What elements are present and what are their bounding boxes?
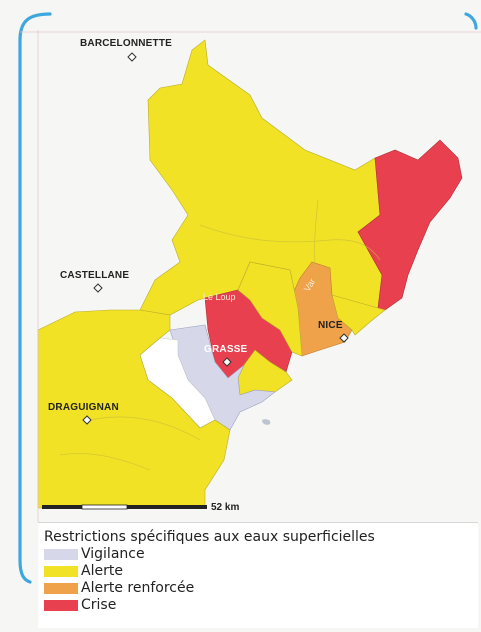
restriction-zones	[37, 39, 463, 509]
legend-item-alerte: Alerte	[44, 563, 478, 580]
zone-crise-east	[357, 139, 463, 311]
frame-decoration	[18, 12, 478, 584]
rivers	[59, 199, 381, 471]
legend-item-alerte-renforcee: Alerte renforcée	[44, 580, 478, 597]
legend-label-alerte-renforcee: Alerte renforcée	[81, 580, 195, 596]
city-label-castellane: CASTELLANE	[60, 270, 130, 281]
legend-item-vigilance: Vigilance	[44, 546, 478, 563]
legend-swatch-alerte-renforcee	[44, 583, 78, 594]
marker-barcelonnette	[127, 52, 137, 62]
zone-alerte-west	[37, 309, 231, 509]
legend-label-alerte: Alerte	[81, 563, 123, 579]
scale-bar	[42, 504, 207, 510]
legend-label-crise: Crise	[81, 597, 117, 613]
marker-grasse	[222, 357, 232, 367]
legend-item-crise: Crise	[44, 597, 478, 614]
river-label-le-loup: Le Loup	[203, 292, 236, 302]
city-markers	[82, 52, 349, 425]
zone-alerte-south	[237, 261, 303, 357]
marker-nice	[339, 333, 349, 343]
city-label-grasse: GRASSE	[204, 344, 248, 355]
coastline-detail	[262, 419, 271, 425]
scale-label: 52 km	[211, 502, 240, 513]
city-label-draguignan: DRAGUIGNAN	[48, 402, 119, 413]
marker-castellane	[93, 283, 103, 293]
legend: Restrictions spécifiques aux eaux superf…	[38, 522, 478, 628]
city-label-nice: NICE	[318, 320, 343, 331]
city-label-barcelonnette: BARCELONNETTE	[80, 38, 173, 49]
legend-label-vigilance: Vigilance	[81, 546, 145, 562]
legend-swatch-vigilance	[44, 549, 78, 560]
legend-swatch-crise	[44, 600, 78, 611]
marker-draguignan	[82, 415, 92, 425]
legend-title: Restrictions spécifiques aux eaux superf…	[44, 529, 375, 545]
zone-alerte-nice	[331, 294, 386, 336]
legend-swatch-alerte	[44, 566, 78, 577]
